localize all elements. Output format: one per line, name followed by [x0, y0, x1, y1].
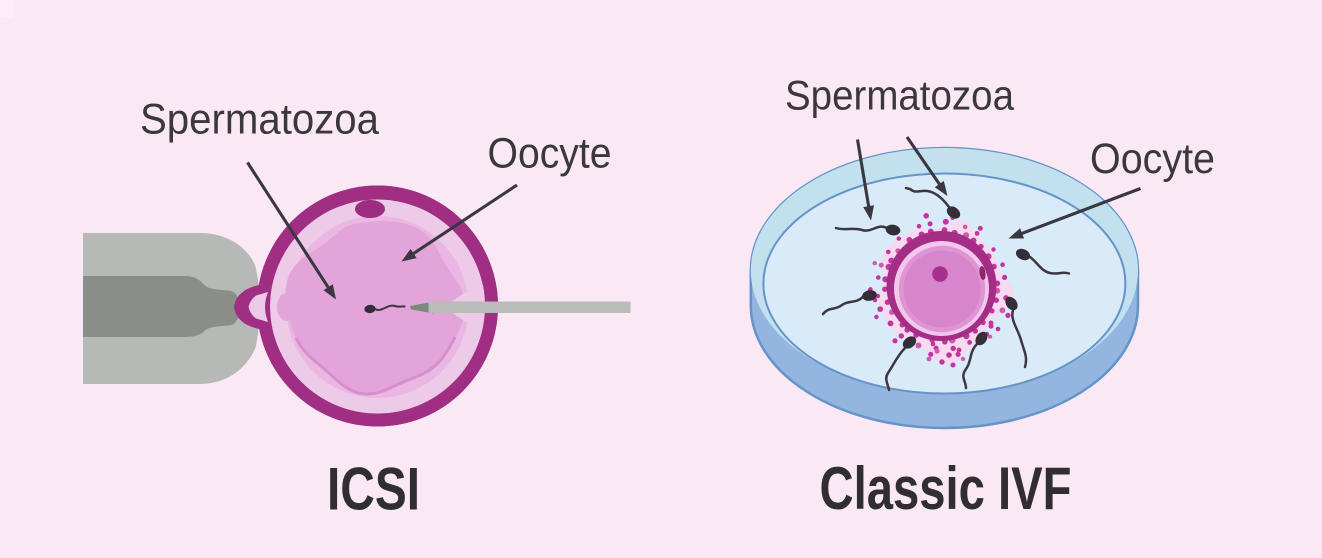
svg-text:ICSI: ICSI: [327, 456, 420, 523]
svg-text:Oocyte: Oocyte: [488, 130, 612, 178]
svg-text:Spermatozoa: Spermatozoa: [140, 96, 379, 144]
svg-text:Spermatozoa: Spermatozoa: [785, 72, 1015, 119]
svg-text:Classic IVF: Classic IVF: [820, 455, 1072, 522]
svg-text:Oocyte: Oocyte: [1090, 135, 1215, 183]
